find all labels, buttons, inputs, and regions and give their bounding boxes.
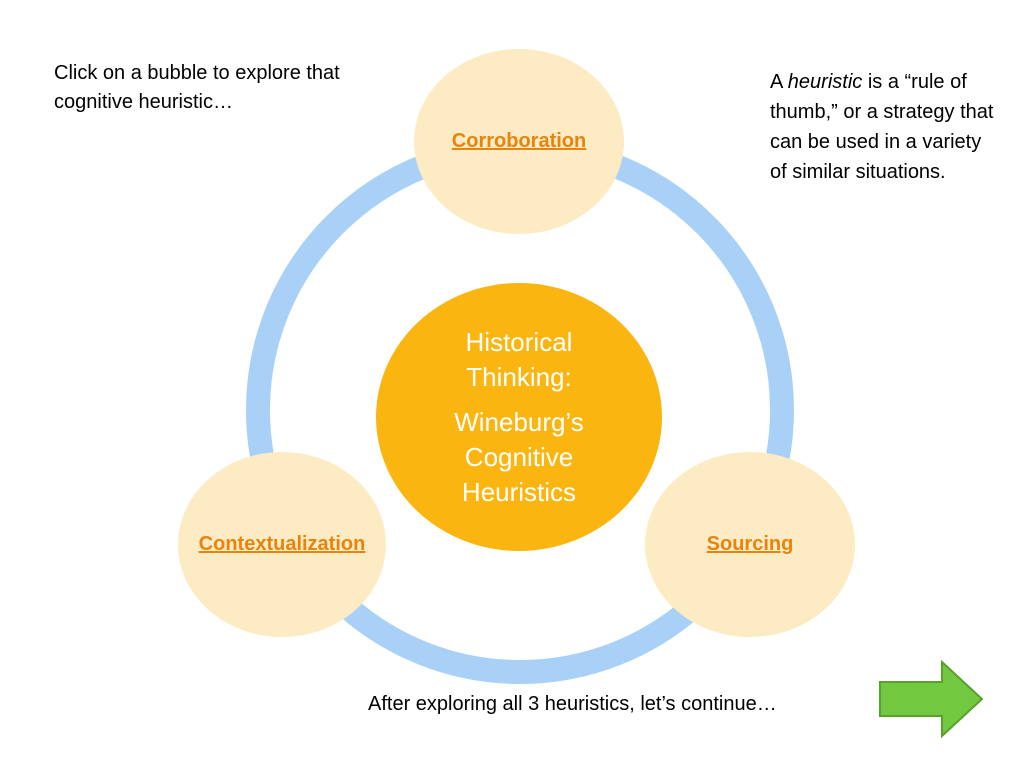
sourcing-bubble[interactable]: Sourcing [645,452,855,637]
center-topic-circle: Historical Thinking: Wineburg’s Cognitiv… [376,283,662,551]
heuristic-definition: A heuristic is a “rule of thumb,” or a s… [770,67,1000,187]
center-line-2: Thinking: [466,361,572,392]
contextualization-bubble[interactable]: Contextualization [178,452,386,637]
definition-term: heuristic [787,71,863,93]
center-line-4: Cognitive [464,441,574,472]
center-line-1: Historical [465,326,573,357]
right-arrow-icon[interactable] [878,660,986,738]
instructions-text: Click on a bubble to explore that cognit… [54,62,340,113]
center-line-5: Heuristics [461,476,577,507]
definition-prefix: A [770,71,788,93]
center-line-3: Wineburg’s [454,406,584,437]
continue-prompt: After exploring all 3 heuristics, let’s … [368,693,777,715]
definition-rest: is a “rule of thumb,” or a strategy that… [770,71,994,183]
corroboration-bubble[interactable]: Corroboration [414,49,624,234]
sourcing-link[interactable]: Sourcing [706,533,794,555]
corroboration-link[interactable]: Corroboration [451,130,587,152]
contextualization-link[interactable]: Contextualization [198,533,366,555]
